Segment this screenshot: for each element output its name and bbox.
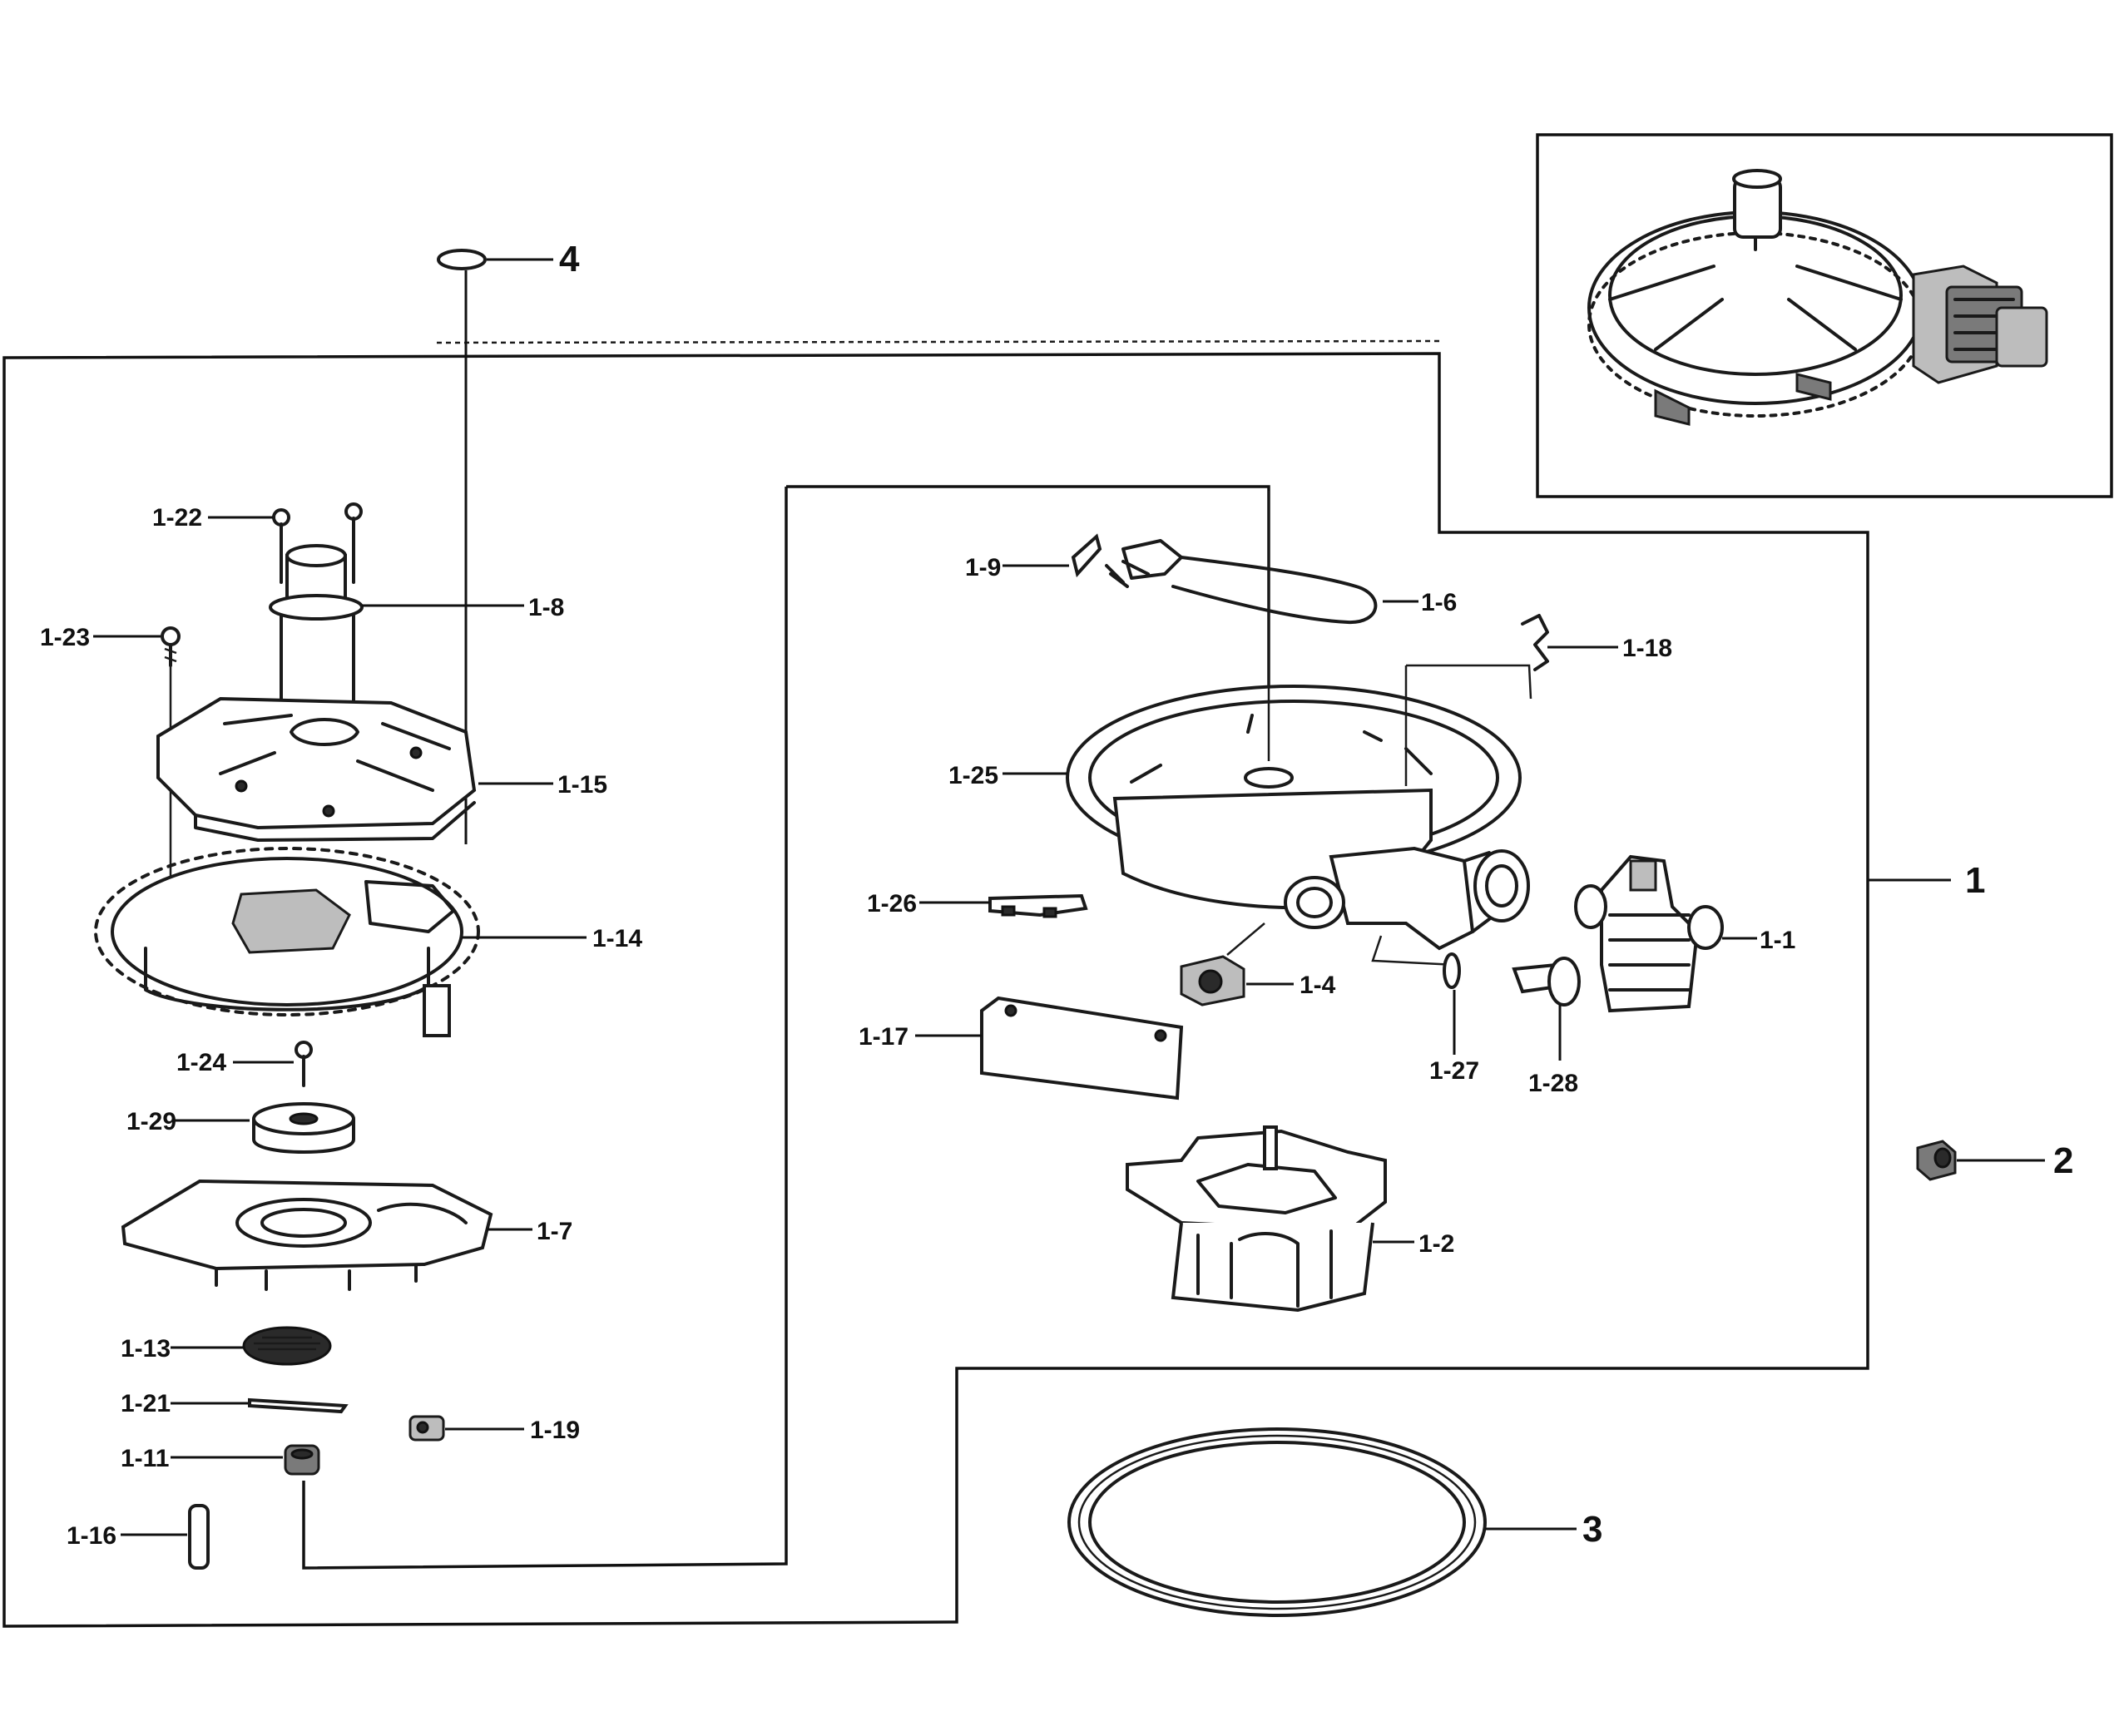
- part-1-17-cover: 1-17: [859, 996, 1184, 1100]
- callout-1-21: 1-21: [121, 1390, 171, 1417]
- part-1-6-heater: 1-6: [1105, 539, 1457, 625]
- callout-1-29: 1-29: [126, 1108, 176, 1135]
- callout-1-13: 1-13: [121, 1335, 171, 1363]
- part-1-26-bracket: 1-26: [867, 890, 1088, 918]
- part-1-2-wash-motor: 1-2: [1126, 1125, 1454, 1313]
- part-1-24-screw: 1-24: [176, 1041, 313, 1087]
- callout-1-11: 1-11: [121, 1445, 169, 1472]
- part-1-7-pump-housing: 1-7: [121, 1179, 572, 1291]
- part-1-25-sump-body: 1-25: [948, 491, 1532, 967]
- callout-1: 1: [1965, 860, 1985, 901]
- assembled-view-inset: [1536, 133, 2113, 498]
- part-1-22-screws: 1-22: [152, 502, 363, 584]
- callout-1-25: 1-25: [948, 762, 998, 789]
- part-1-11-nut: 1-11: [121, 1444, 320, 1476]
- assembly-1-outer-boundary: [2, 352, 1869, 1628]
- callout-4: 4: [559, 239, 580, 279]
- assembled-sump-illustration: [1587, 169, 2048, 426]
- part-1-16-pin: 1-16: [67, 1504, 210, 1570]
- callout-1-7: 1-7: [537, 1218, 572, 1245]
- part-1-23-screw: 1-23: [40, 624, 181, 927]
- part-1-1-drain-pump: 1-1: [1574, 854, 1795, 1013]
- callout-3: 3: [1582, 1509, 1602, 1550]
- callout-1-1: 1-1: [1760, 927, 1795, 954]
- dotted-guide-line: [436, 339, 1440, 344]
- callout-1-23: 1-23: [40, 624, 90, 651]
- part-1-13-grinder: 1-13: [121, 1326, 332, 1366]
- callout-1-2: 1-2: [1418, 1230, 1454, 1258]
- callout-2: 2: [2053, 1140, 2073, 1181]
- part-3-sump-gasket: 3: [1067, 1427, 1602, 1617]
- part-1-18-clip: 1-18: [1521, 614, 1672, 671]
- part-1-19-nut: 1-19: [408, 1415, 580, 1444]
- part-1-21-blade: 1-21: [121, 1390, 349, 1417]
- part-1-8-filter-cylinder: 1-8: [269, 544, 564, 734]
- callout-1-14: 1-14: [592, 925, 642, 952]
- part-1-4-sensor: 1-4: [1180, 922, 1336, 1006]
- callout-1-27: 1-27: [1429, 1057, 1479, 1085]
- callout-1-19: 1-19: [530, 1417, 580, 1444]
- callout-1-8: 1-8: [528, 594, 564, 621]
- part-1-28-valve: 1-28: [1512, 957, 1581, 1097]
- callout-1-4: 1-4: [1300, 972, 1336, 999]
- callout-1-15: 1-15: [557, 771, 607, 799]
- callout-1-9: 1-9: [965, 554, 1001, 581]
- callout-1-6: 1-6: [1421, 589, 1457, 616]
- part-2-cap: 2: [1916, 1140, 2073, 1181]
- callout-1-26: 1-26: [867, 890, 917, 917]
- callout-1-18: 1-18: [1622, 635, 1672, 662]
- part-1-14-lower-sump-ring: 1-14: [94, 847, 642, 1037]
- assembly-1-callout: 1: [1868, 860, 1985, 901]
- callout-1-16: 1-16: [67, 1522, 116, 1550]
- callout-1-28: 1-28: [1528, 1070, 1578, 1097]
- part-1-27-o-ring: 1-27: [1429, 952, 1479, 1085]
- callout-1-24: 1-24: [176, 1049, 226, 1076]
- part-1-15-upper-cover: 1-15: [156, 696, 607, 842]
- part-1-9-gasket: 1-9: [965, 533, 1102, 581]
- callout-1-22: 1-22: [152, 504, 202, 532]
- part-1-29-impeller: 1-29: [126, 1102, 355, 1154]
- callout-1-17: 1-17: [859, 1023, 908, 1051]
